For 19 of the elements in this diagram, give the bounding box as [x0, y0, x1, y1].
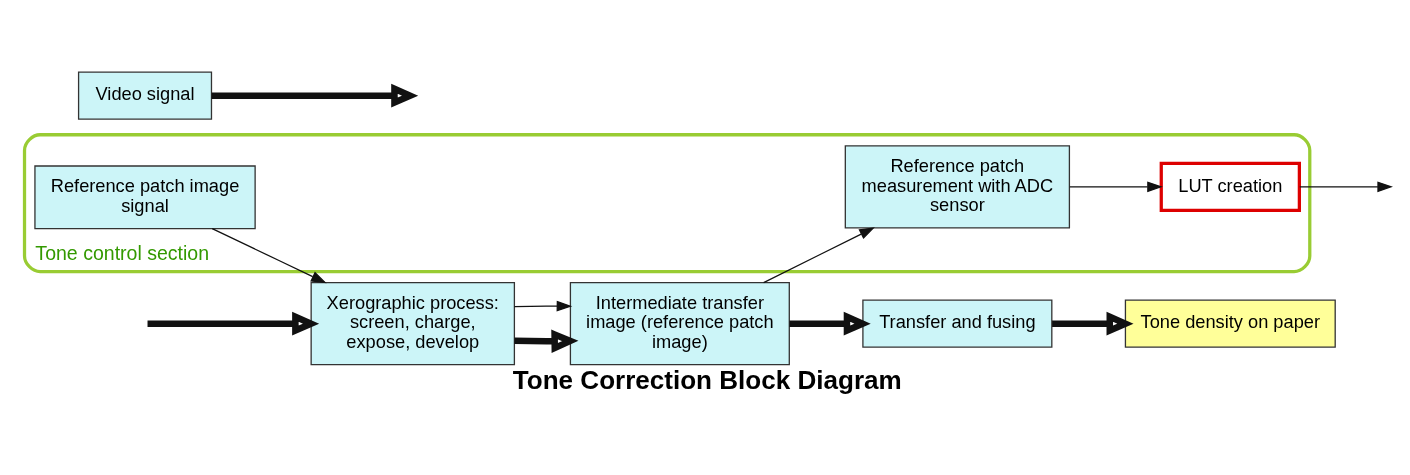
node-box: Xerographic process: screen, charge, expose, develop [310, 281, 516, 365]
arrow [147, 311, 320, 335]
arrow [514, 328, 579, 353]
node-box: LUT creation [1159, 161, 1301, 212]
node-box: Tone density on paper [1124, 299, 1336, 348]
arrow [211, 227, 327, 283]
diagram-title: Tone Correction Block Diagram [512, 364, 902, 395]
node-box: Reference patch image signal [34, 164, 256, 229]
node-box: Reference patch measurement with ADC sensor [844, 144, 1071, 229]
arrow [763, 226, 875, 283]
arrow [513, 300, 573, 312]
node-box: Video signal [77, 71, 213, 120]
arrow [789, 311, 871, 335]
node-box: Intermediate transfer image (reference patch image) [569, 281, 790, 365]
arrow [1299, 180, 1393, 192]
arrow [1069, 180, 1163, 192]
arrow [1052, 311, 1134, 335]
node-box: Transfer and fusing [862, 299, 1053, 348]
arrow [211, 83, 419, 107]
